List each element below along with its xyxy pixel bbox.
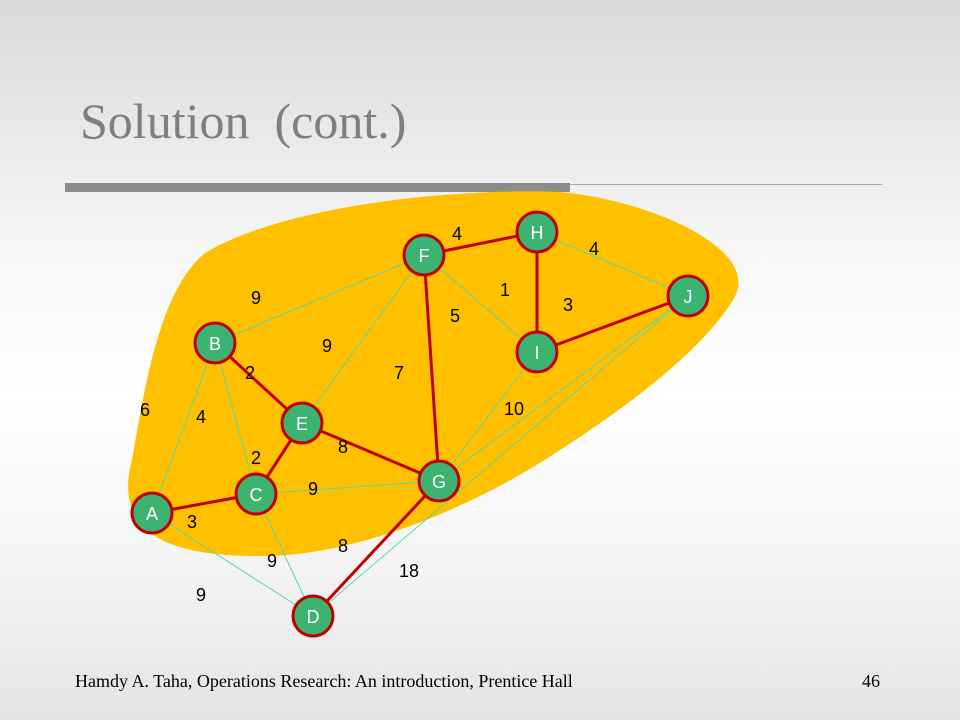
weight-h-i: 1 xyxy=(500,280,510,300)
edge-g-i xyxy=(438,351,538,482)
node-circle xyxy=(234,472,278,516)
node-label: I xyxy=(534,343,539,363)
weight-f-i: 5 xyxy=(450,306,460,326)
node-circle xyxy=(291,594,335,638)
node-g: G xyxy=(417,459,461,503)
node-label: A xyxy=(146,504,158,524)
node-d: D xyxy=(291,594,335,638)
title-underline-thin xyxy=(570,184,882,185)
title-underline-thick xyxy=(65,183,570,192)
weight-h-j: 4 xyxy=(589,239,599,259)
weight-f-g: 7 xyxy=(394,363,404,383)
node-j: J xyxy=(666,274,710,318)
weight-g-d: 8 xyxy=(338,536,348,556)
node-label: J xyxy=(684,287,693,307)
edge-c-g xyxy=(255,480,440,495)
weight-a-d: 9 xyxy=(196,585,206,605)
edge-b-f xyxy=(214,254,425,344)
weight-c-e: 2 xyxy=(251,448,261,468)
weight-c-d: 9 xyxy=(267,551,277,571)
edge-e-f xyxy=(301,254,425,424)
node-c: C xyxy=(234,472,278,516)
weight-e-g: 8 xyxy=(338,437,348,457)
weight-b-c: 4 xyxy=(196,407,206,427)
weight-d-j: 18 xyxy=(399,561,419,581)
edge-a-b xyxy=(151,342,216,514)
edge-b-c xyxy=(214,342,257,495)
page-number: 46 xyxy=(862,671,880,691)
edge-e-g xyxy=(301,421,440,483)
edge-weights-layer: 3 2 2 8 7 4 1 3 8 6 9 4 9 5 4 9 10 9 9 18 xyxy=(140,224,599,605)
weight-a-c: 3 xyxy=(187,512,197,532)
node-circle xyxy=(280,401,324,445)
weight-f-h: 4 xyxy=(452,224,462,244)
node-circle xyxy=(515,330,559,374)
node-h: H xyxy=(515,210,559,254)
node-label: D xyxy=(307,607,320,627)
edge-f-i xyxy=(423,254,538,353)
node-label: C xyxy=(250,485,263,505)
node-label: F xyxy=(419,246,430,266)
weight-e-f: 9 xyxy=(322,336,332,356)
weight-g-i: 10 xyxy=(504,399,524,419)
weight-a-b: 6 xyxy=(140,400,150,420)
node-circle xyxy=(417,459,461,503)
node-circle xyxy=(193,321,237,365)
edge-g-j xyxy=(438,295,689,482)
node-i: I xyxy=(515,330,559,374)
slide-title: Solution (cont.) xyxy=(80,93,407,149)
edge-c-d xyxy=(255,493,314,617)
edge-a-d xyxy=(151,512,314,617)
edge-d-j xyxy=(312,295,689,617)
edge-f-g xyxy=(422,254,441,482)
weight-b-f: 9 xyxy=(251,288,261,308)
edge-h-j xyxy=(536,231,689,297)
node-a: A xyxy=(130,491,174,535)
node-circle xyxy=(130,491,174,535)
node-circle xyxy=(515,210,559,254)
weight-b-e: 2 xyxy=(245,363,255,383)
node-label: E xyxy=(296,414,308,434)
node-label: G xyxy=(432,472,446,492)
node-circle xyxy=(666,274,710,318)
node-label: H xyxy=(531,223,544,243)
citation-footer: Hamdy A. Taha, Operations Research: An i… xyxy=(75,671,573,691)
node-f: F xyxy=(402,233,446,277)
edge-i-j xyxy=(536,294,689,354)
node-e: E xyxy=(280,401,324,445)
weight-i-j: 3 xyxy=(563,295,573,315)
node-label: B xyxy=(209,334,221,354)
node-b: B xyxy=(193,321,237,365)
node-circle xyxy=(402,233,446,277)
nodes-layer: A B C D E F G H I J xyxy=(130,210,710,638)
weight-c-g: 9 xyxy=(308,479,318,499)
edge-g-d xyxy=(311,479,441,618)
